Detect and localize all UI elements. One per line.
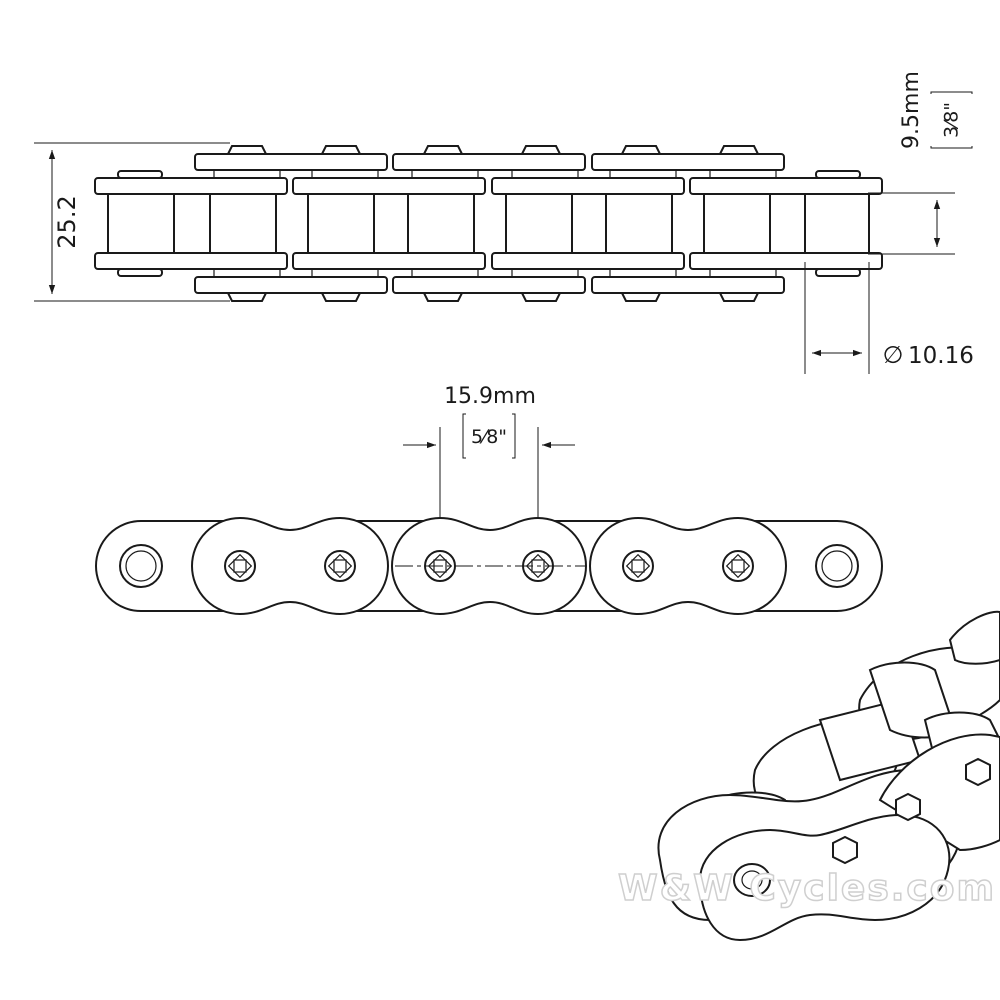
inner-plates-top xyxy=(94,177,883,195)
watermark-text: W&W Cycles.com xyxy=(618,868,996,909)
inner-width-inch-bracket: 3⁄8" xyxy=(930,91,973,149)
end-pin-caps xyxy=(117,170,861,277)
chain-perspective-view xyxy=(657,610,1000,942)
inner-plates-bottom xyxy=(94,252,883,270)
overall-width-dimension: 25.2 xyxy=(34,142,230,302)
pitch-mm-label: 15.9mm xyxy=(444,384,536,409)
inner-width-mm-label: 9.5mm xyxy=(899,71,924,149)
pin-heads-top xyxy=(226,145,760,155)
outer-plates-top xyxy=(194,153,785,171)
pin-heads-bottom xyxy=(226,292,760,302)
end-rollers-side xyxy=(119,544,859,588)
roller-diameter-dimension: ∅ 10.16 xyxy=(804,262,974,374)
outer-plates-bottom xyxy=(194,276,785,294)
hex-pin-heads xyxy=(733,757,991,897)
chain-side-view xyxy=(95,516,883,616)
chain-top-view xyxy=(94,145,883,302)
watermark-logo: W&W Cycles.com xyxy=(617,867,996,910)
rollers-top-view xyxy=(107,193,870,254)
inner-width-inch-label: 3⁄8" xyxy=(941,102,963,138)
roller-diameter-label: 10.16 xyxy=(908,343,974,369)
diameter-symbol: ∅ xyxy=(883,341,904,369)
pin-shafts xyxy=(174,193,805,254)
overall-width-label: 25.2 xyxy=(53,195,81,248)
inner-width-dimension: 9.5mm 3⁄8" xyxy=(868,71,973,255)
pitch-inch-label: 5⁄8" xyxy=(471,426,507,448)
front-inner-plate xyxy=(698,813,951,942)
